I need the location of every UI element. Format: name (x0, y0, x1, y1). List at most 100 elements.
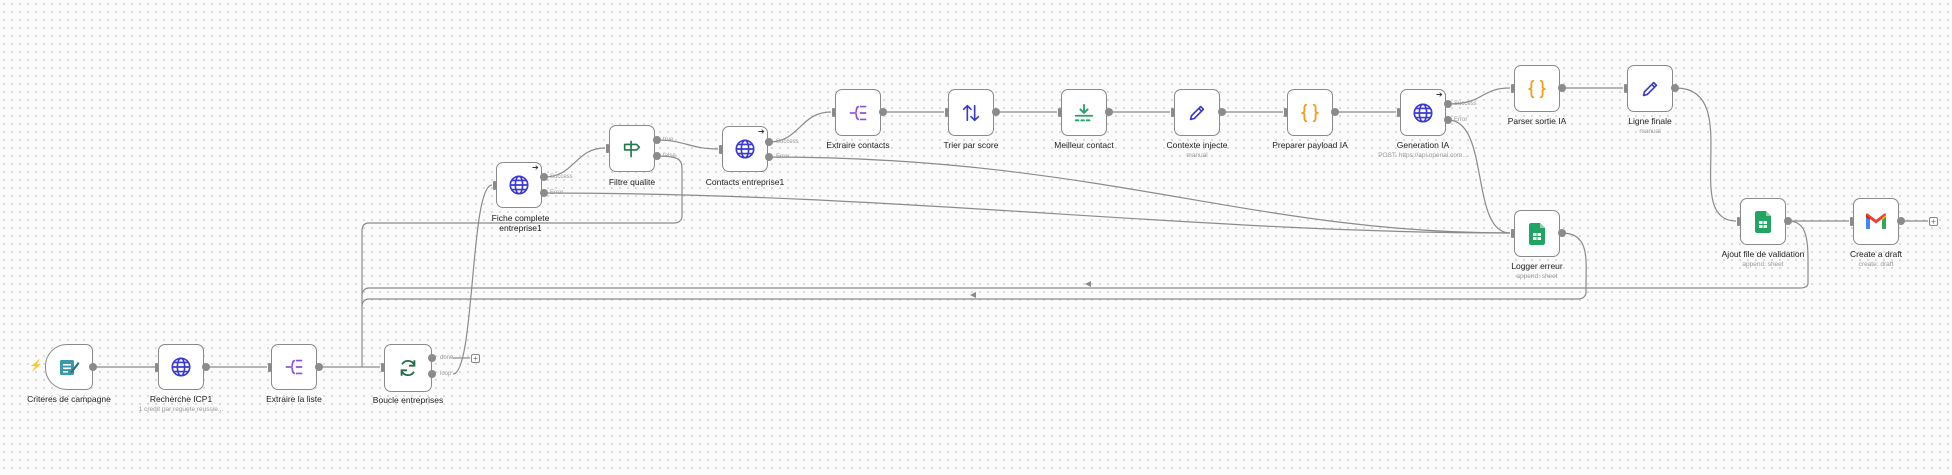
edge-contacts-error-logger (768, 156, 1511, 234)
filtre-false-label: false (663, 153, 676, 159)
node-ajout-file-de-validation[interactable] (1740, 198, 1786, 245)
meilleur-output-handle[interactable] (1105, 108, 1113, 116)
generation-error-label: Error (1454, 117, 1468, 123)
edge-contacts-success-extraire (768, 111, 832, 143)
filtre-input-port[interactable] (606, 144, 609, 153)
fiche-error-handle[interactable] (540, 189, 548, 197)
node-trier-par-score[interactable] (948, 89, 994, 136)
ajout-label: Ajout file de validation (1721, 249, 1805, 259)
ligne-subtitle: manual (1639, 128, 1661, 135)
node-ligne-finale[interactable] (1627, 65, 1673, 112)
filtre-true-handle[interactable] (653, 136, 661, 144)
node-fiche-complete-entreprise1[interactable] (496, 162, 542, 208)
loop-back-arrow-2 (970, 292, 976, 298)
meilleur-input-port[interactable] (1058, 108, 1061, 117)
code-braces-icon (1527, 79, 1547, 98)
limit-icon (1074, 103, 1094, 121)
filtre-label: Filtre qualite (608, 177, 656, 187)
logger-subtitle: append: sheet (1516, 273, 1558, 280)
ajout-output-handle[interactable] (1784, 217, 1792, 225)
boucle-label: Boucle entreprises (372, 395, 444, 405)
edge-ligne-ajout (1675, 87, 1737, 222)
ajout-subtitle: append: sheet (1742, 261, 1784, 268)
fiche-input-port[interactable] (493, 181, 496, 190)
preparer-output-handle[interactable] (1331, 108, 1339, 116)
generation-arrow-icon: ➔ (1436, 90, 1443, 99)
node-create-a-draft[interactable] (1853, 198, 1899, 245)
draft-add-button[interactable]: + (1929, 217, 1938, 226)
node-parser-sortie-ia[interactable] (1514, 65, 1560, 112)
edge-ajout-loop-back (361, 220, 1809, 296)
contacts-success-handle[interactable] (765, 138, 773, 146)
ligne-output-handle[interactable] (1671, 84, 1679, 92)
contexte-input-port[interactable] (1171, 108, 1174, 117)
boucle-loop-handle[interactable] (428, 370, 436, 378)
contexte-output-handle[interactable] (1218, 108, 1226, 116)
meilleur-label: Meilleur contact (1054, 140, 1114, 150)
node-meilleur-contact[interactable] (1061, 89, 1107, 136)
globe-icon (509, 175, 529, 195)
recherche-output-handle[interactable] (202, 363, 210, 371)
contacts-error-handle[interactable] (765, 153, 773, 161)
edge-fiche-error-logger (543, 192, 1511, 234)
extraire-contacts-output-handle[interactable] (879, 108, 887, 116)
draft-output-handle[interactable] (1897, 217, 1905, 225)
loop-back-arrow-1 (1085, 281, 1091, 287)
sort-icon (962, 104, 980, 121)
node-extraire-la-liste[interactable] (271, 344, 317, 390)
parser-input-port[interactable] (1511, 84, 1514, 93)
recherche-input-port[interactable] (155, 363, 158, 372)
generation-label: Generation IA (1396, 140, 1450, 150)
ligne-input-port[interactable] (1624, 84, 1627, 93)
generation-input-port[interactable] (1397, 108, 1400, 117)
edge-logger-loop-back (361, 232, 1587, 307)
boucle-input-port[interactable] (381, 363, 384, 372)
ligne-label: Ligne finale (1628, 116, 1672, 126)
filtre-false-handle[interactable] (653, 152, 661, 160)
parser-output-handle[interactable] (1558, 84, 1566, 92)
boucle-done-handle[interactable] (428, 354, 436, 362)
logger-label: Logger erreur (1511, 261, 1563, 271)
edge-generation-error-logger (1447, 119, 1511, 234)
generation-success-handle[interactable] (1444, 100, 1452, 108)
draft-label: Create a draft (1850, 249, 1902, 259)
node-extraire-contacts[interactable] (835, 89, 881, 136)
extraire-liste-input-port[interactable] (268, 363, 271, 372)
node-boucle-entreprises[interactable] (384, 344, 432, 392)
boucle-loop-label: loop (440, 371, 452, 377)
node-criteres-de-campagne[interactable] (45, 344, 93, 390)
extraire-contacts-input-port[interactable] (832, 108, 835, 117)
form-trigger-icon (60, 360, 80, 375)
fiche-arrow-icon: ➔ (532, 163, 539, 172)
contacts-error-label: Error (776, 154, 790, 160)
recherche-subtitle: 1 credit par requete reussie... (138, 406, 224, 413)
node-preparer-payload-ia[interactable] (1287, 89, 1333, 136)
fiche-success-handle[interactable] (540, 173, 548, 181)
extraire-liste-output-handle[interactable] (315, 363, 323, 371)
node-generation-ia[interactable] (1400, 89, 1446, 136)
preparer-label: Preparer payload IA (1272, 140, 1348, 150)
ajout-input-port[interactable] (1737, 217, 1740, 226)
logger-output-handle[interactable] (1558, 229, 1566, 237)
parser-label: Parser sortie IA (1507, 116, 1567, 126)
preparer-input-port[interactable] (1284, 108, 1287, 117)
trigger-bolt-icon: ⚡ (29, 360, 43, 372)
generation-subtitle: POST: https://api.openai.com... (1378, 152, 1468, 159)
split-out-icon (849, 105, 867, 120)
criteres-output-handle[interactable] (89, 363, 97, 371)
draft-input-port[interactable] (1850, 217, 1853, 226)
logger-input-port[interactable] (1511, 229, 1514, 238)
node-contacts-entreprise1[interactable] (722, 126, 768, 172)
generation-error-handle[interactable] (1444, 116, 1452, 124)
boucle-done-add-button[interactable]: + (471, 354, 480, 363)
filtre-true-label: true (663, 137, 674, 143)
signpost-icon (623, 140, 641, 157)
trier-output-handle[interactable] (992, 108, 1000, 116)
node-recherche-icp1[interactable] (158, 344, 204, 390)
contacts-input-port[interactable] (719, 145, 722, 154)
node-contexte-injecte[interactable] (1174, 89, 1220, 136)
node-logger-erreur[interactable] (1514, 210, 1560, 257)
trier-input-port[interactable] (945, 108, 948, 117)
boucle-done-label: done (440, 355, 454, 361)
node-filtre-qualite[interactable] (609, 125, 655, 172)
